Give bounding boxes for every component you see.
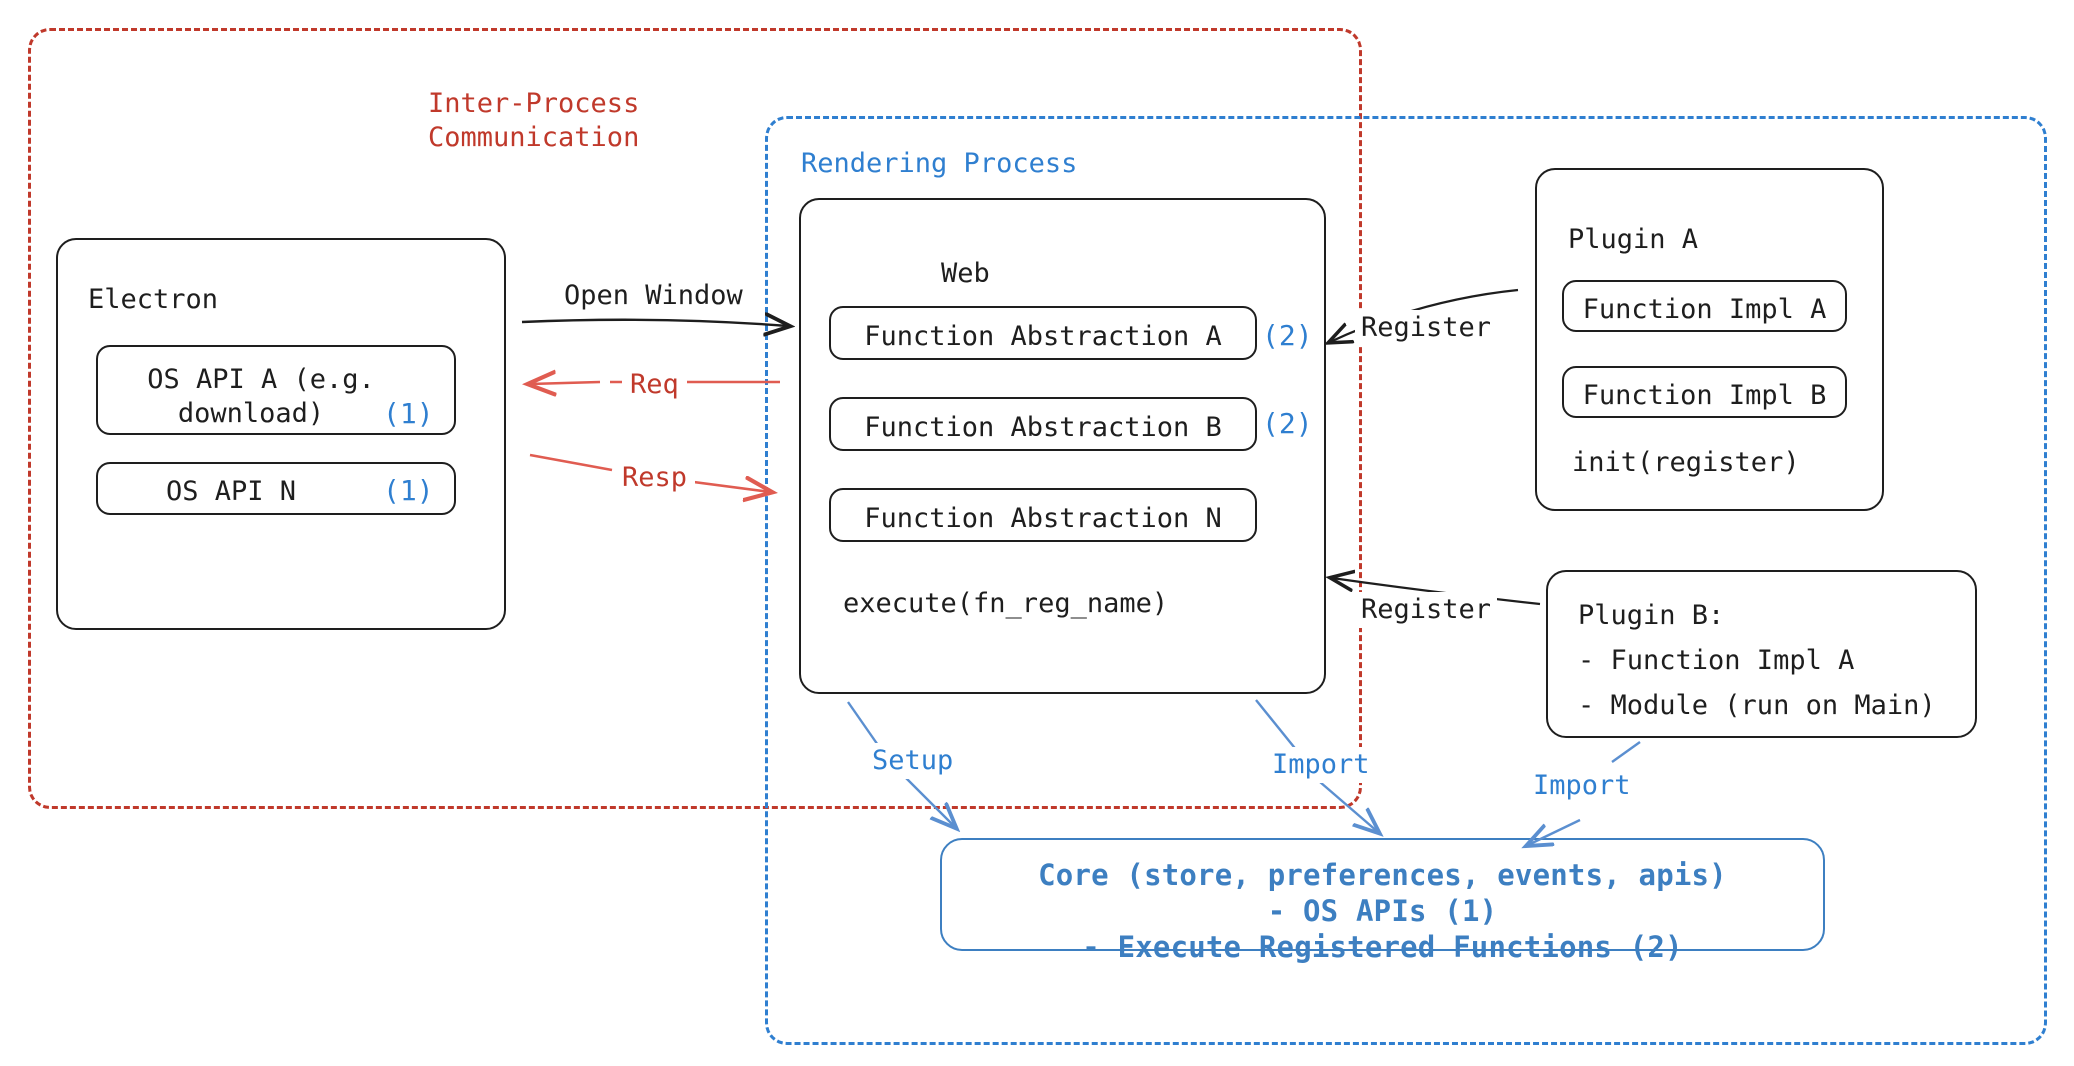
os-api-n-marker: (1) (383, 474, 434, 507)
function-abstraction-b-box (829, 397, 1257, 451)
function-impl-b-box (1562, 366, 1847, 418)
edge-label-import-plugin: Import (1527, 768, 1637, 804)
function-abstraction-b-label: Function Abstraction B (864, 412, 1222, 443)
ipc-label-line1: Inter-Process (428, 88, 640, 119)
plugin-b-title: Plugin B: (1578, 600, 1725, 631)
os-api-n-label: OS API N (165, 476, 297, 507)
rendering-process-label: Rendering Process (801, 148, 1078, 179)
edge-label-register-bottom: Register (1355, 592, 1498, 628)
ipc-label-line2: Communication (428, 122, 640, 153)
edge-label-import-web: Import (1266, 747, 1376, 783)
core-line-2: - OS APIs (1) (1267, 894, 1498, 928)
function-abstraction-a-marker: (2) (1262, 319, 1313, 352)
function-abstraction-a-box (829, 306, 1257, 360)
function-impl-a-label: Function Impl A (1582, 294, 1827, 325)
os-api-a-label-line2: download) (177, 398, 325, 429)
function-abstraction-b-marker: (2) (1262, 407, 1313, 440)
core-line-3: - Execute Registered Functions (2) (1082, 930, 1683, 964)
edge-label-setup: Setup (866, 743, 960, 779)
os-api-a-marker: (1) (383, 397, 434, 430)
plugin-a-title: Plugin A (1568, 224, 1699, 255)
web-title: Web (941, 258, 990, 289)
plugin-a-box (1535, 168, 1884, 511)
core-box (940, 838, 1825, 951)
os-api-a-box (96, 345, 456, 435)
electron-title: Electron (88, 284, 219, 315)
edge-label-register-top: Register (1355, 310, 1498, 346)
rendering-process-boundary (765, 116, 2047, 1045)
function-impl-b-label: Function Impl B (1582, 380, 1827, 411)
plugin-b-item-0: - Function Impl A (1578, 645, 1855, 676)
function-impl-a-box (1562, 280, 1847, 332)
os-api-n-box (96, 462, 456, 515)
function-abstraction-a-label: Function Abstraction A (864, 321, 1222, 352)
edge-label-req: Req (622, 367, 687, 403)
web-execute-label: execute(fn_reg_name) (843, 588, 1169, 619)
plugin-b-box (1546, 570, 1977, 738)
edge-label-open-window: Open Window (560, 278, 747, 314)
edge-label-resp: Resp (614, 460, 696, 496)
function-abstraction-n-label: Function Abstraction N (864, 503, 1222, 534)
plugin-b-item-1: - Module (run on Main) (1578, 690, 1936, 721)
ipc-boundary (28, 28, 1362, 809)
function-abstraction-n-box (829, 488, 1257, 542)
plugin-a-init-label: init(register) (1572, 447, 1800, 478)
os-api-a-label-line1: OS API A (e.g. (147, 364, 375, 395)
core-line-1: Core (store, preferences, events, apis) (1038, 858, 1727, 892)
